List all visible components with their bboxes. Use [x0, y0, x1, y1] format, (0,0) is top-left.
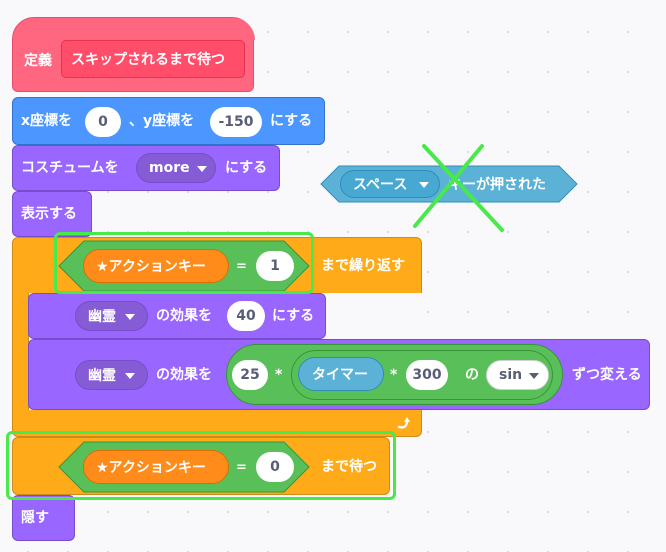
- chevron-down-icon: [529, 373, 539, 379]
- change-effect-mid: の効果を: [156, 367, 212, 383]
- show-block[interactable]: [12, 191, 92, 237]
- change-effect-suffix: ずつ変える: [572, 367, 642, 383]
- of-label: の: [465, 367, 479, 383]
- y-input[interactable]: -150: [210, 107, 262, 137]
- wait-variable-name: ★アクションキー: [96, 460, 206, 476]
- custom-block-name: スキップされるまで待つ: [71, 52, 225, 68]
- times-sign-1: *: [275, 367, 283, 383]
- repeat-value-input[interactable]: 1: [256, 251, 294, 281]
- costume-dropdown[interactable]: more: [136, 153, 216, 183]
- goto-xy-block[interactable]: [12, 97, 325, 145]
- math-func-dropdown[interactable]: sin: [486, 360, 549, 390]
- wait-suffix: まで待つ: [321, 459, 377, 475]
- key-suffix: キーが押された: [448, 177, 546, 193]
- multiplier-b-input[interactable]: 300: [406, 360, 448, 390]
- change-effect-value: 幽霊: [88, 368, 116, 384]
- chevron-down-icon: [125, 373, 135, 379]
- timer-reporter[interactable]: タイマー: [298, 357, 384, 391]
- set-effect-mid: の効果を: [156, 308, 212, 324]
- key-value: スペース: [353, 177, 408, 193]
- goto-x-label: x座標を: [21, 113, 73, 129]
- chevron-down-icon: [197, 166, 207, 172]
- costume-value: more: [149, 160, 190, 176]
- repeat-op: =: [236, 259, 247, 274]
- set-effect-value-input[interactable]: 40: [227, 301, 265, 331]
- wait-value-input[interactable]: 0: [256, 452, 294, 482]
- change-effect-dropdown[interactable]: 幽霊: [75, 360, 148, 390]
- custom-block-prototype[interactable]: スキップされるまで待つ: [61, 40, 245, 78]
- loop-arrow-icon: [397, 417, 410, 429]
- highlight-repeat-condition: [54, 232, 314, 294]
- math-func-value: sin: [499, 367, 523, 383]
- multiplier-a-input[interactable]: 25: [232, 360, 268, 390]
- set-effect-dropdown[interactable]: 幽霊: [75, 301, 148, 331]
- show-label: 表示する: [21, 206, 77, 222]
- highlight-wait-block: [6, 431, 396, 500]
- costume-suffix: にする: [225, 160, 268, 176]
- times-sign-2: *: [390, 367, 398, 383]
- repeat-variable-reporter[interactable]: ★アクションキー: [83, 249, 229, 283]
- costume-prefix: コスチュームを: [21, 160, 119, 176]
- set-effect-suffix: にする: [272, 308, 315, 324]
- wait-variable-reporter[interactable]: ★アクションキー: [83, 450, 229, 484]
- repeat-variable-name: ★アクションキー: [96, 259, 206, 275]
- chevron-down-icon: [419, 182, 429, 188]
- goto-y-label: 、y座標を: [129, 113, 195, 129]
- wait-op: =: [236, 460, 247, 475]
- timer-label: タイマー: [312, 367, 368, 383]
- define-keyword: 定義: [24, 53, 52, 69]
- repeat-suffix: まで繰り返す: [321, 258, 405, 274]
- hide-label: 隠す: [21, 510, 49, 526]
- set-effect-value: 幽霊: [88, 309, 116, 325]
- x-input[interactable]: 0: [85, 107, 121, 137]
- chevron-down-icon: [125, 314, 135, 320]
- cross-mark-icon: [413, 144, 504, 232]
- hide-block[interactable]: [12, 495, 75, 541]
- goto-suffix: にする: [270, 113, 313, 129]
